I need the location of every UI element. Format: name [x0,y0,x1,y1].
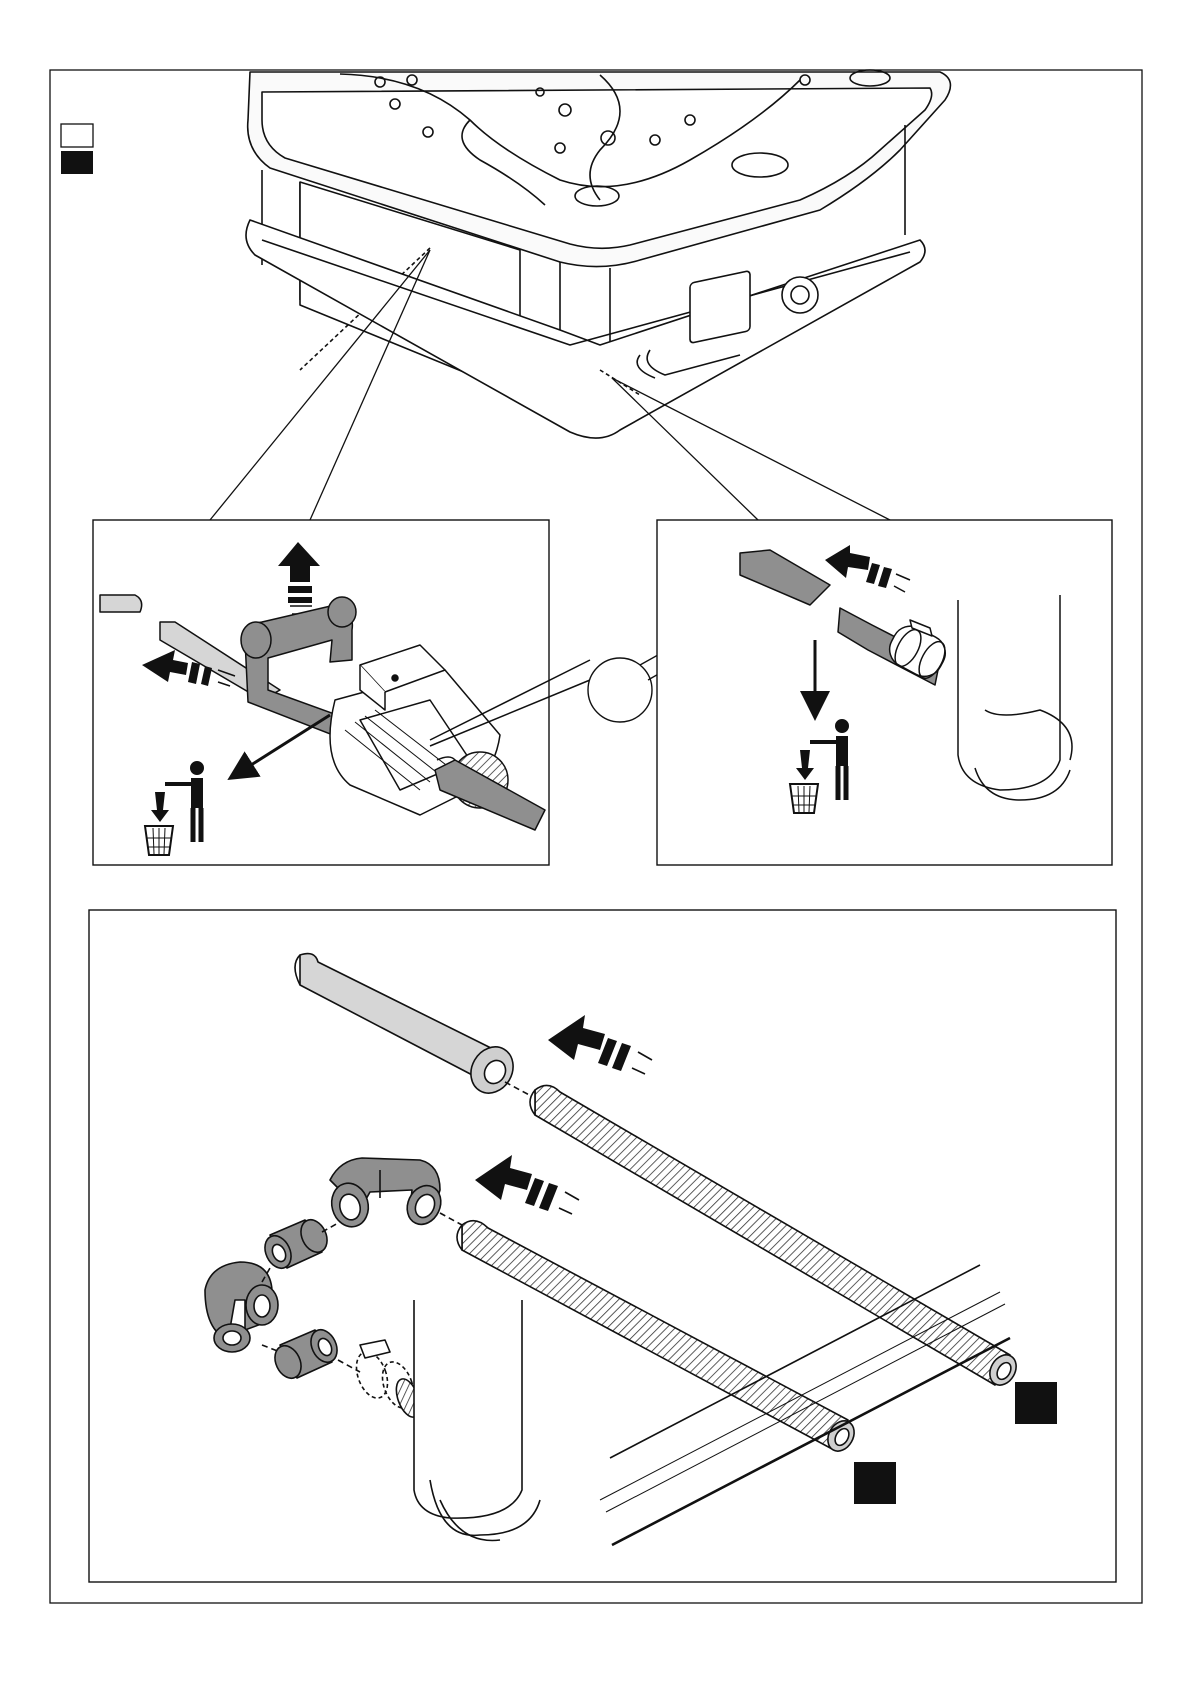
legend-swatch-black [61,151,93,174]
spa-tub-illustration [246,70,950,438]
assembly-panel [89,910,1116,1582]
support-column [958,595,1060,790]
legend [61,124,93,174]
magnifier-bubble [588,658,652,722]
trash-bin-icon [145,826,173,855]
marker-black-lower [854,1462,896,1504]
marker-black-upper [1015,1382,1057,1424]
trash-bin-icon-column [790,784,818,813]
old-pipe-segment [100,595,142,612]
legend-swatch-white [61,124,93,147]
